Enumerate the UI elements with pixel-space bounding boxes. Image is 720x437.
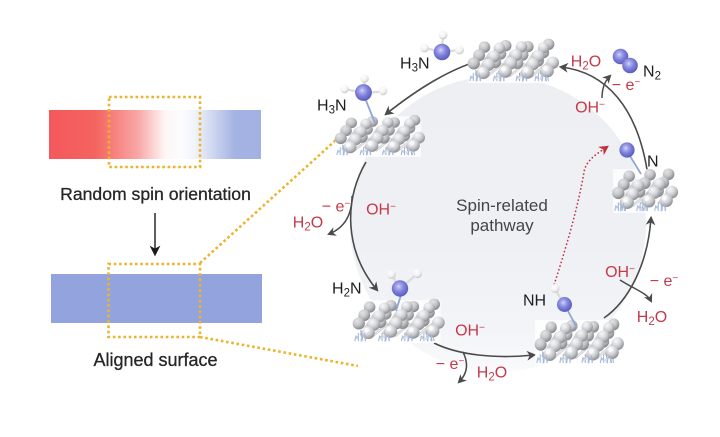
svg-text:OH−: OH−	[366, 202, 396, 219]
svg-text:OH−: OH−	[605, 264, 635, 281]
svg-text:Aligned surface: Aligned surface	[93, 350, 217, 370]
svg-text:N: N	[647, 154, 659, 171]
svg-text:H2O: H2O	[571, 54, 601, 73]
svg-text:OH−: OH−	[575, 100, 605, 117]
svg-text:H3N: H3N	[400, 56, 430, 75]
svg-text:Spin-related: Spin-related	[456, 196, 548, 215]
svg-text:H2O: H2O	[477, 365, 507, 384]
svg-text:− e−: − e−	[612, 77, 641, 94]
svg-text:H2N: H2N	[332, 281, 362, 300]
svg-text:pathway: pathway	[470, 216, 534, 235]
svg-text:NH: NH	[523, 293, 546, 310]
svg-text:− e−: − e−	[322, 199, 351, 216]
svg-text:H3N: H3N	[317, 98, 347, 117]
svg-text:H2O: H2O	[293, 215, 323, 234]
svg-text:− e−: − e−	[650, 273, 679, 290]
svg-text:Random spin orientation: Random spin orientation	[60, 184, 251, 204]
svg-text:OH−: OH−	[455, 323, 485, 340]
svg-text:H2O: H2O	[637, 309, 667, 328]
svg-text:− e−: − e−	[436, 356, 465, 373]
